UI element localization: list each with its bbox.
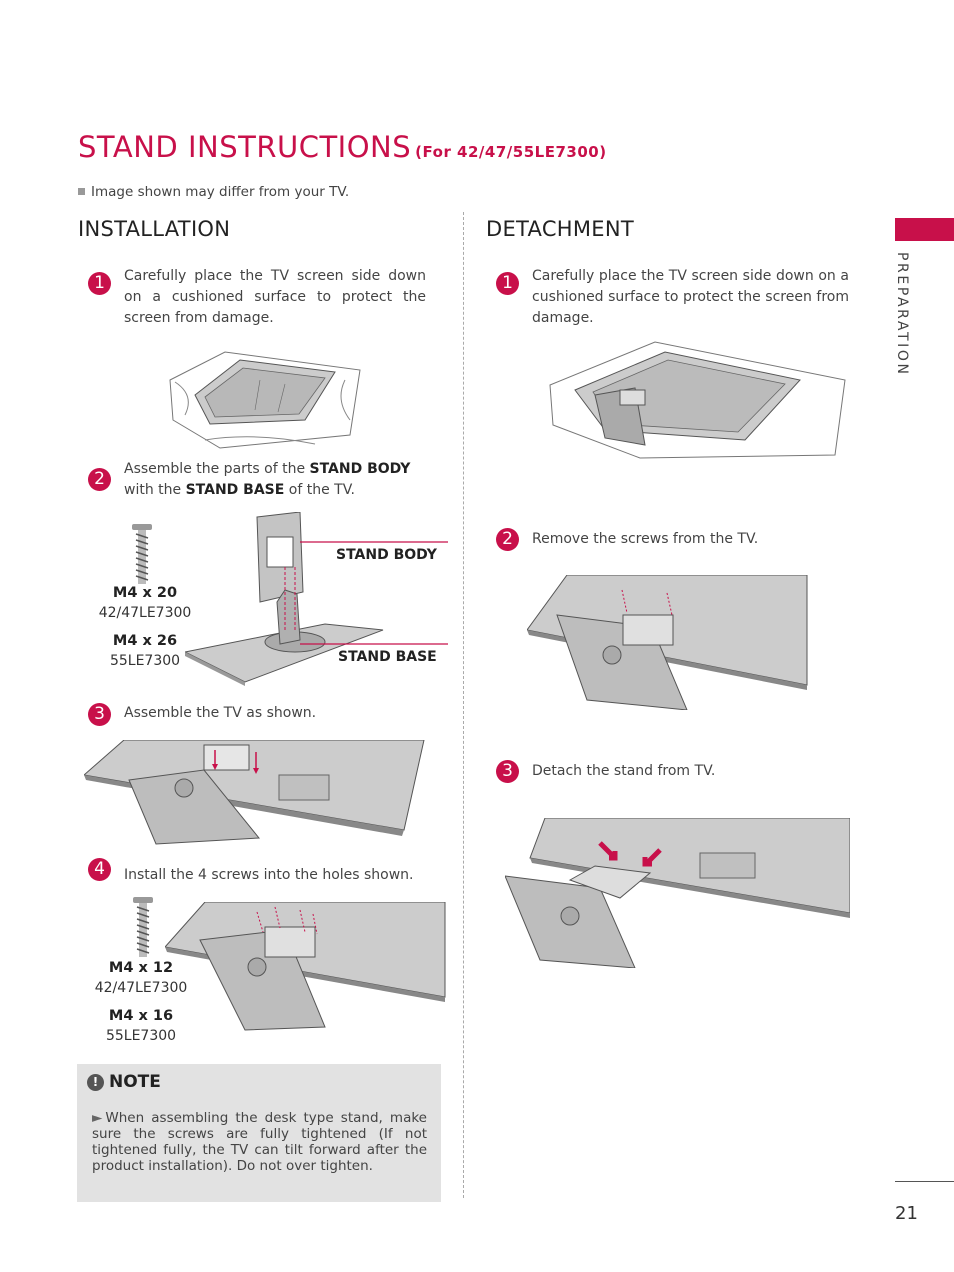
callout-lines [300, 541, 448, 645]
detach-step-1-illustration [549, 341, 846, 459]
installation-heading: INSTALLATION [78, 217, 231, 241]
note-box: !NOTE ►When assembling the desk type sta… [77, 1064, 441, 1202]
install-step-1-illustration [169, 351, 361, 449]
column-divider [463, 212, 464, 1198]
stand-assembly-illustration [185, 512, 384, 686]
image-note: Image shown may differ from your TV. [78, 184, 349, 200]
square-bullet-icon [78, 188, 85, 195]
detach-step-3-text: Detach the stand from TV. [532, 763, 716, 779]
detach-step-1-text: Carefully place the TV screen side down … [532, 268, 849, 326]
detach-step-1-number: 1 [496, 272, 519, 295]
page-title: STAND INSTRUCTIONS(For 42/47/55LE7300) [78, 130, 607, 164]
side-tab-marker [895, 218, 954, 241]
install-step-2-number: 2 [88, 468, 111, 491]
install-step-1-text: Carefully place the TV screen side down … [124, 268, 426, 326]
install-step-3-text: Assemble the TV as shown. [124, 705, 317, 721]
detach-step-2-text: Remove the screws from the TV. [532, 531, 759, 547]
model-note: (For 42/47/55LE7300) [415, 143, 607, 161]
install-step-3-number: 3 [88, 703, 111, 726]
note-heading: !NOTE [87, 1072, 161, 1092]
page-number: 21 [895, 1203, 918, 1224]
side-tab-label: PREPARATION [894, 252, 910, 377]
detachment-heading: DETACHMENT [486, 217, 635, 241]
detach-step-2-illustration [527, 575, 808, 710]
exclamation-icon: ! [87, 1074, 104, 1091]
detach-step-3-number: 3 [496, 760, 519, 783]
install-step-3-illustration [84, 740, 425, 845]
detach-step-3-illustration [505, 818, 850, 968]
screw-m4x20-icon [132, 524, 152, 584]
install-step-4-number: 4 [88, 858, 111, 881]
detach-step-2-number: 2 [496, 528, 519, 551]
callout-stand-base: STAND BASE [338, 649, 437, 665]
footer-rule [895, 1181, 954, 1182]
install-step-4-illustration [165, 902, 446, 1031]
callout-stand-body: STAND BODY [336, 547, 437, 563]
install-step-4-text: Install the 4 screws into the holes show… [124, 867, 414, 883]
triangle-right-icon: ► [92, 1110, 103, 1126]
install-step-1-number: 1 [88, 272, 111, 295]
note-text: ►When assembling the desk type stand, ma… [92, 1110, 427, 1174]
install-step-2-text: Assemble the parts of the STAND BODY wit… [124, 461, 411, 498]
screw-m4x12-icon [133, 897, 153, 957]
